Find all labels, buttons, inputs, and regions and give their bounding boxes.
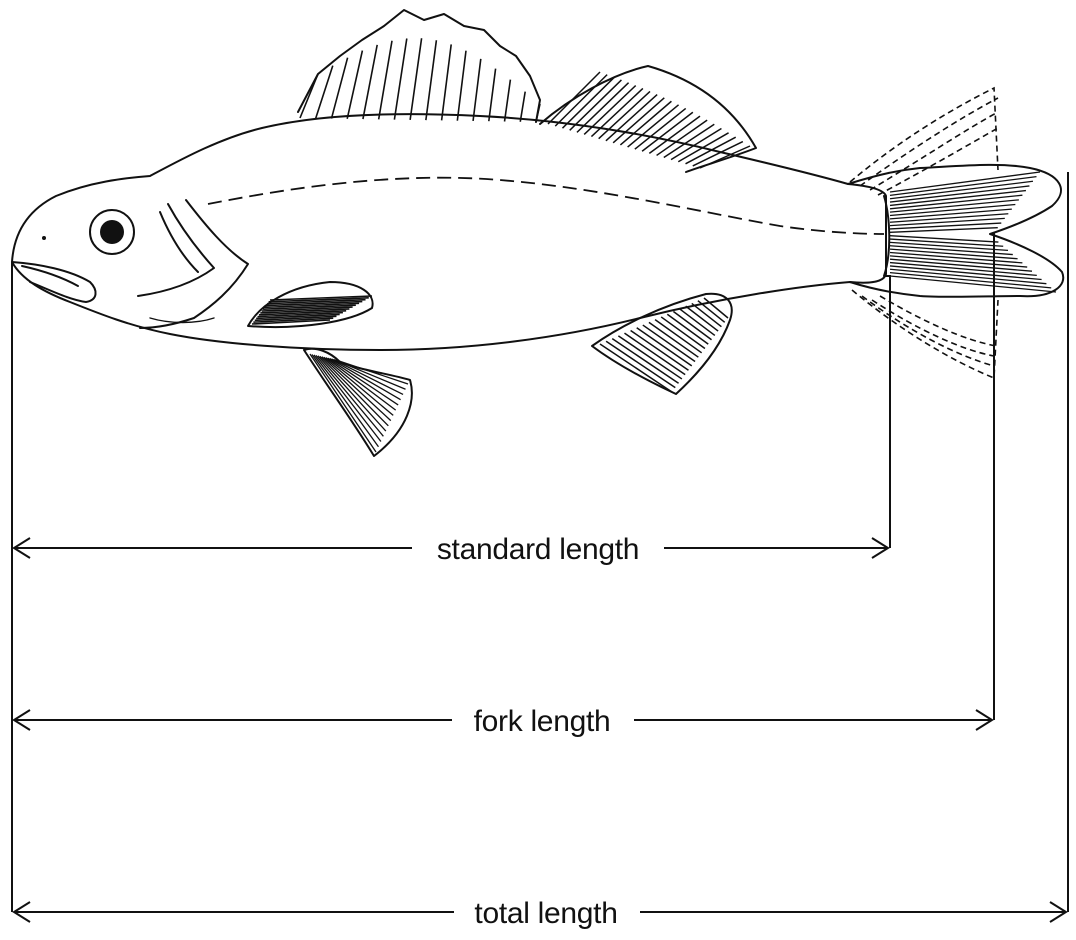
fish-body <box>12 114 889 350</box>
fin-ray <box>649 116 700 153</box>
fin-ray <box>649 322 698 357</box>
fin-ray <box>394 38 406 119</box>
fin-ray <box>618 336 682 379</box>
total-length-label: total length <box>474 897 617 930</box>
standard-length-measure: standard length <box>14 276 890 566</box>
fin-ray <box>890 263 1037 276</box>
fin-ray <box>680 309 715 336</box>
fin-ray <box>890 236 998 242</box>
fin-ray <box>612 339 678 384</box>
fin-ray <box>890 177 1036 196</box>
fin-ray <box>890 218 1005 225</box>
fin-ray <box>489 69 496 122</box>
standard-length-label: standard length <box>437 533 639 566</box>
fin-ray <box>890 239 1003 246</box>
pectoral-fin <box>248 282 373 327</box>
fin-ray <box>686 306 718 331</box>
fin-ray <box>331 58 347 119</box>
fin-ray <box>890 266 1042 280</box>
fin-ray <box>890 269 1046 283</box>
caudal-fin-spread-outline <box>850 88 998 378</box>
fin-ray <box>642 112 693 151</box>
fish-head <box>12 200 248 328</box>
fin-ray <box>624 333 685 374</box>
fin-ray <box>363 45 377 119</box>
fin-ray <box>520 92 525 122</box>
anal-fin <box>592 294 732 394</box>
fin-ray <box>300 74 318 118</box>
fin-ray <box>505 80 511 122</box>
fin-ray <box>442 44 452 120</box>
fish-illustration <box>12 10 1063 456</box>
fin-ray <box>347 51 362 119</box>
fin-ray <box>591 88 642 136</box>
soft-dorsal-fin <box>540 66 756 172</box>
fin-ray <box>473 59 481 121</box>
fin-ray <box>426 40 437 120</box>
pelvic-fin <box>304 349 412 456</box>
fin-ray <box>410 38 421 120</box>
fin-ray <box>379 41 392 120</box>
fin-ray <box>661 317 705 349</box>
fork-length-label: fork length <box>474 705 611 738</box>
fork-length-measure: fork length <box>14 232 994 738</box>
eye-pupil <box>100 220 124 244</box>
fin-ray <box>655 320 702 353</box>
fin-ray <box>673 312 711 340</box>
fin-ray <box>890 186 1029 202</box>
fin-ray <box>613 98 664 143</box>
measurement-lines: standard length fork length total length <box>12 172 1068 930</box>
fin-ray <box>457 51 466 121</box>
fin-ray <box>606 341 675 387</box>
spiny-dorsal-fin <box>298 10 540 122</box>
fin-ray <box>314 355 381 442</box>
